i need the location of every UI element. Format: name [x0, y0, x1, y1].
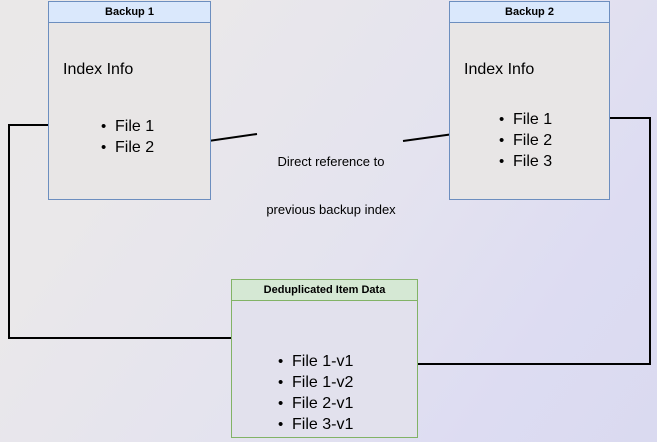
deduplicated-item-data-body: File 1-v1 File 1-v2 File 2-v1 File 3-v1: [232, 301, 417, 437]
list-item[interactable]: File 2-v1: [278, 393, 353, 414]
backup-1-body: Index Info File 1 File 2: [49, 23, 210, 199]
direct-reference-caption: Direct reference to previous backup inde…: [251, 122, 411, 250]
direct-reference-caption-line-2: previous backup index: [266, 202, 396, 217]
list-item[interactable]: File 3: [499, 151, 552, 172]
backup-2-header: Backup 2: [450, 2, 609, 23]
deduplicated-file-list: File 1-v1 File 1-v2 File 2-v1 File 3-v1: [278, 351, 353, 435]
list-item[interactable]: File 2: [101, 137, 154, 158]
backup-1-box[interactable]: Backup 1 Index Info File 1 File 2: [48, 1, 211, 200]
backup-2-body: Index Info File 1 File 2 File 3: [450, 23, 609, 199]
backup-2-index-label: Index Info: [464, 61, 535, 78]
backup-1-header: Backup 1: [49, 2, 210, 23]
list-item[interactable]: File 1: [101, 116, 154, 137]
list-item[interactable]: File 1-v1: [278, 351, 353, 372]
deduplicated-item-data-header: Deduplicated Item Data: [232, 280, 417, 301]
backup-1-file-list: File 1 File 2: [101, 116, 154, 158]
list-item[interactable]: File 2: [499, 130, 552, 151]
list-item[interactable]: File 1-v2: [278, 372, 353, 393]
list-item[interactable]: File 3-v1: [278, 414, 353, 435]
backup-2-box[interactable]: Backup 2 Index Info File 1 File 2 File 3: [449, 1, 610, 200]
connector-backup2-file1-to-dedup: [386, 117, 651, 368]
direct-reference-caption-line-1: Direct reference to: [277, 154, 385, 169]
deduplicated-item-data-box[interactable]: Deduplicated Item Data File 1-v1 File 1-…: [231, 279, 418, 438]
list-item[interactable]: File 1: [499, 109, 552, 130]
backup-1-index-label: Index Info: [63, 61, 134, 78]
backup-2-file-list: File 1 File 2 File 3: [499, 109, 552, 172]
